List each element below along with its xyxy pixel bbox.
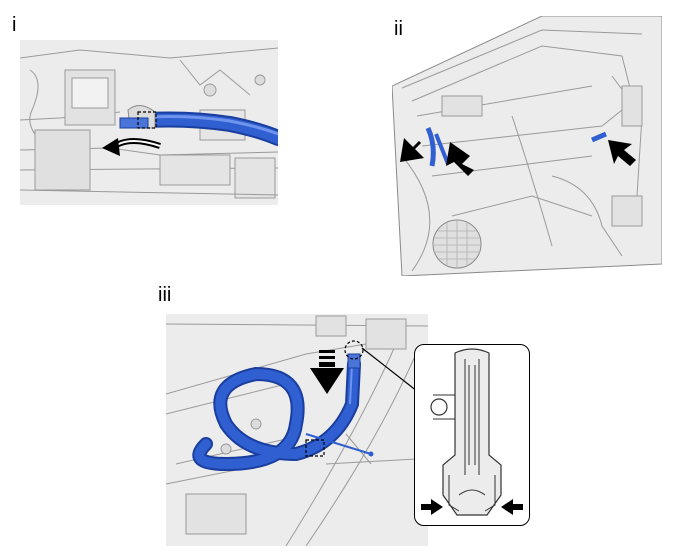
push-arrow-icon <box>608 140 636 166</box>
panel-step-ii <box>392 16 662 276</box>
push-arrow-icon <box>446 142 474 176</box>
rotate-arrow-icon <box>102 138 161 156</box>
squeeze-arrow-icon <box>501 499 523 515</box>
leader-line <box>361 347 423 396</box>
step-label-i: i <box>12 14 17 36</box>
down-arrow-icon <box>310 350 344 394</box>
illustration-step-i <box>20 40 278 205</box>
illustration-step-ii <box>392 16 662 276</box>
step-label-ii: ii <box>394 18 403 40</box>
panel-step-iii <box>166 314 428 546</box>
push-arrow-icon <box>400 138 424 162</box>
panel-step-i <box>20 40 278 205</box>
clip-detail-illustration <box>421 348 523 516</box>
detail-inset <box>414 344 530 526</box>
illustration-step-iii <box>166 314 428 546</box>
squeeze-arrow-icon <box>421 499 443 515</box>
step-label-iii: iii <box>158 284 172 306</box>
